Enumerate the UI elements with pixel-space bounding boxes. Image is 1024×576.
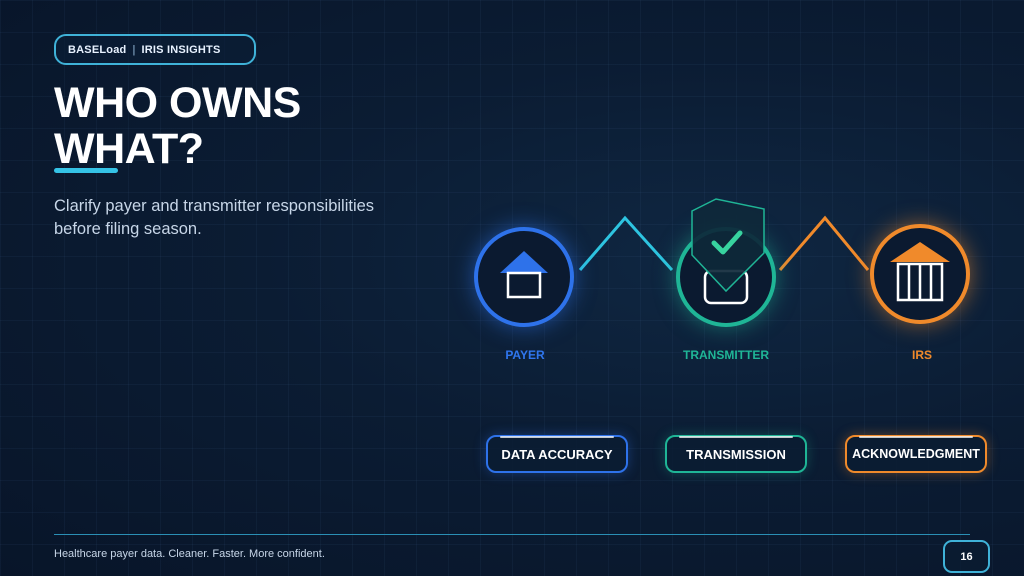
- brand-section: IRIS INSIGHTS: [141, 43, 221, 56]
- transmitter-label: TRANSMITTER: [683, 348, 769, 362]
- shield-check-icon: [691, 198, 765, 293]
- irs-node: [870, 224, 970, 324]
- transmission-badge: TRANSMISSION: [665, 435, 807, 473]
- acknowledgment-badge: ACKNOWLEDGMENT: [845, 435, 987, 473]
- government-building-icon: [890, 242, 950, 302]
- footer-divider: [54, 534, 970, 535]
- payer-label: PAYER: [505, 348, 545, 362]
- page-number: 16: [943, 540, 990, 573]
- subtitle-line-1: Clarify payer and transmitter responsibi…: [54, 197, 375, 215]
- footer-tagline: Healthcare payer data. Cleaner. Faster. …: [54, 548, 325, 560]
- title-underline: [54, 168, 118, 173]
- irs-label: IRS: [911, 348, 932, 362]
- title-line-1: WHO OWNS: [54, 79, 301, 127]
- page-subtitle: Clarify payer and transmitter responsibi…: [54, 195, 434, 241]
- brand-separator: |: [132, 43, 136, 56]
- brand-name: BASELoad: [68, 43, 127, 56]
- subtitle-line-2: before filing season.: [54, 220, 202, 238]
- brand-badge: BASELoad | IRIS INSIGHTS: [54, 34, 256, 65]
- transmitter-irs-connector: [778, 215, 870, 271]
- payer-node: [474, 227, 574, 327]
- house-icon: [500, 251, 548, 299]
- page-title: WHO OWNS WHAT?: [54, 80, 301, 172]
- payer-transmitter-connector: [578, 215, 674, 272]
- title-line-2: WHAT?: [54, 125, 204, 173]
- data-accuracy-badge: DATA ACCURACY: [486, 435, 628, 473]
